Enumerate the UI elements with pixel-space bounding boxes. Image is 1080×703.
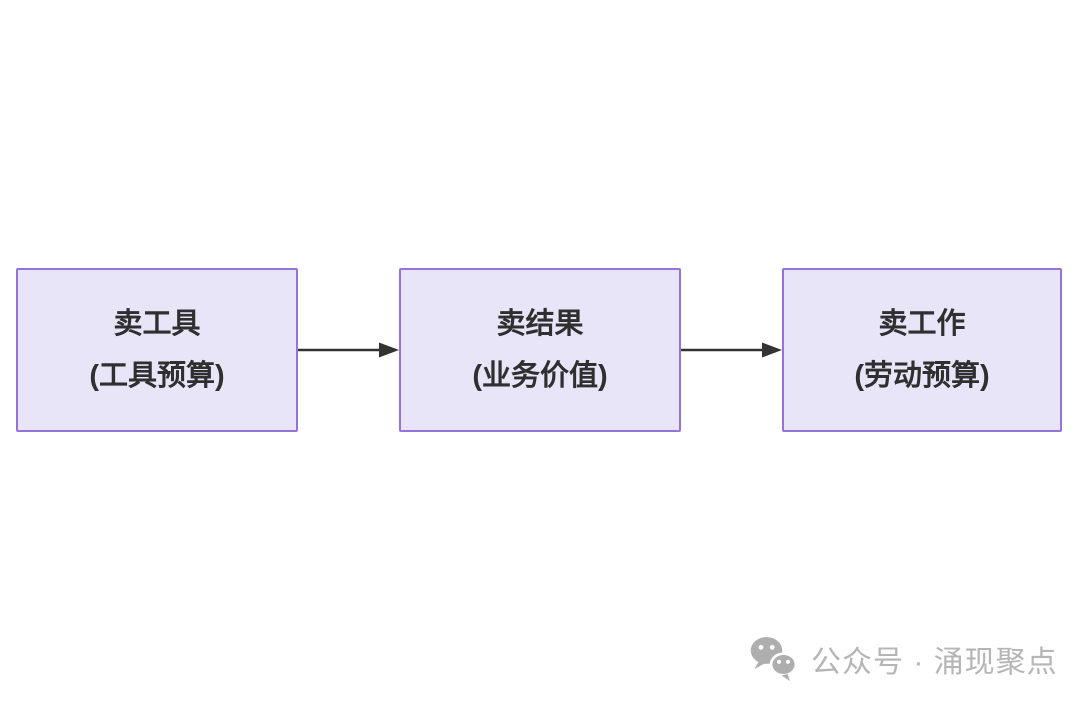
arrow-right-icon <box>298 342 399 358</box>
watermark: 公众号 · 涌现聚点 <box>749 633 1058 685</box>
node-title: 卖工具 <box>113 308 201 340</box>
watermark-label: 公众号 · 涌现聚点 <box>811 646 1058 679</box>
wechat-icon <box>750 637 798 681</box>
node-subtitle: (业务价值) <box>472 360 608 392</box>
node-subtitle: (劳动预算) <box>854 360 990 392</box>
flow-node-sell-work: 卖工作 (劳动预算) <box>782 268 1062 432</box>
node-title: 卖结果 <box>496 308 584 340</box>
flow-node-sell-results: 卖结果 (业务价值) <box>399 268 681 432</box>
arrow-right-icon <box>681 342 782 358</box>
node-title: 卖工作 <box>878 308 966 340</box>
flow-node-sell-tools: 卖工具 (工具预算) <box>16 268 298 432</box>
node-subtitle: (工具预算) <box>89 360 225 392</box>
